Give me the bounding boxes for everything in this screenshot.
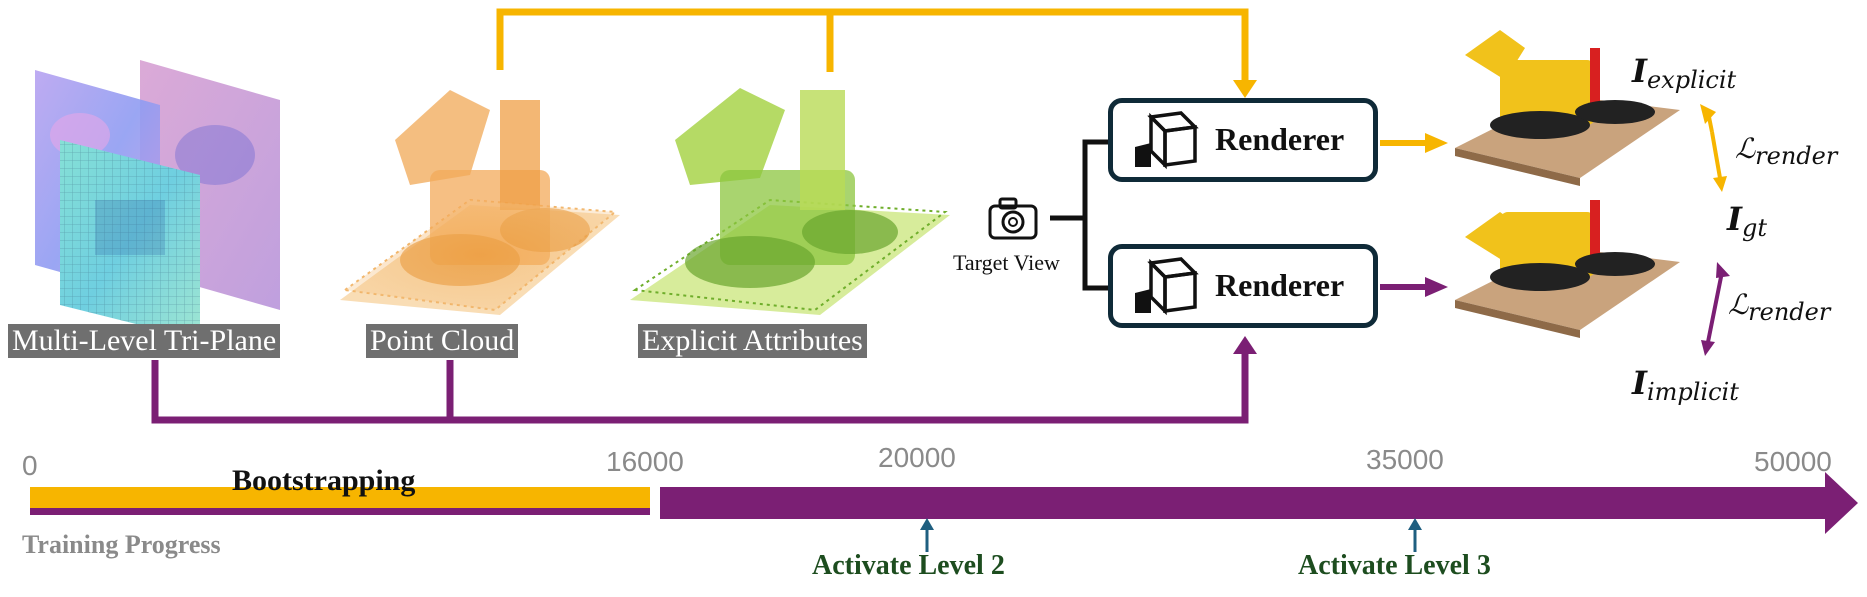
- explicit-path-connector: [496, 8, 1257, 98]
- triplane-image: [35, 60, 280, 340]
- renderer-explicit-label: Renderer: [1215, 121, 1345, 157]
- i-explicit-label: Iexplicit: [1632, 52, 1737, 94]
- timeline: [30, 472, 1858, 552]
- tick-35000: 35000: [1366, 444, 1444, 475]
- i-implicit-label: Iimplicit: [1632, 364, 1739, 406]
- cube-icon: [1135, 257, 1199, 316]
- implicit-path-connector: [151, 336, 1257, 424]
- tick-16000: 16000: [606, 446, 684, 477]
- bulldozer-render-image: [1455, 200, 1680, 338]
- bootstrapping-label: Bootstrapping: [232, 464, 416, 497]
- target-view-label: Target View: [953, 250, 1060, 275]
- point-cloud-image: [340, 90, 620, 315]
- renderer-box-explicit: Renderer: [1108, 98, 1378, 182]
- cube-icon: [1135, 111, 1199, 170]
- i-gt-label: Igt: [1727, 200, 1767, 242]
- training-progress-arrow: [660, 472, 1858, 534]
- activate-level-2-label: Activate Level 2: [812, 550, 1005, 581]
- renderer-output-arrows: [1380, 133, 1448, 297]
- view-branch-connector: [1050, 139, 1108, 291]
- camera-icon: [988, 197, 1038, 240]
- explicit-attributes-label: Explicit Attributes: [638, 324, 867, 358]
- loss-arrow-implicit: [1701, 262, 1730, 356]
- tick-20000: 20000: [878, 442, 956, 473]
- tick-0: 0: [22, 450, 38, 481]
- loss-render-bottom-label: ℒrender: [1728, 288, 1831, 326]
- renderer-implicit-label: Renderer: [1215, 267, 1345, 303]
- bulldozer-render-image: [1455, 30, 1680, 186]
- renderer-box-implicit: Renderer: [1108, 244, 1378, 328]
- explicit-attributes-image: [630, 88, 950, 315]
- activate-level-3-label: Activate Level 3: [1298, 550, 1491, 581]
- triplane-label: Multi-Level Tri-Plane: [8, 324, 281, 358]
- point-cloud-label: Point Cloud: [366, 324, 519, 358]
- loss-arrow-explicit: [1700, 104, 1727, 192]
- tick-50000: 50000: [1754, 446, 1832, 477]
- training-progress-label: Training Progress: [22, 530, 221, 559]
- loss-render-top-label: ℒrender: [1735, 132, 1838, 170]
